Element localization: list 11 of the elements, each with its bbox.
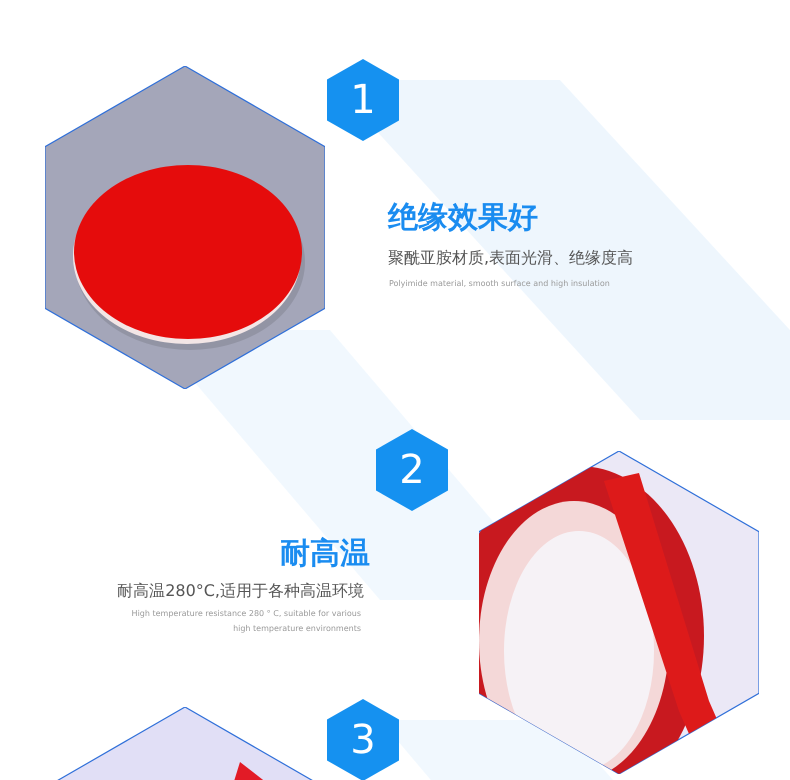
number-badge: 1: [327, 59, 399, 141]
number-badge: 2: [376, 429, 448, 511]
description: 聚酰亚胺材质,表面光滑、绝缘度高: [388, 248, 634, 269]
heading: 绝缘效果好: [388, 199, 538, 237]
description: 耐高温280°C,适用于各种高温环境: [117, 581, 364, 602]
tape-roll-photo: [479, 451, 759, 774]
english-description: High temperature resistance 280 ° C, suitable for various high temperature environments: [130, 608, 361, 635]
disc-photo: [45, 66, 325, 389]
english-description: Polyimide material, smooth surface and high insulation: [389, 279, 610, 288]
number-badge: 3: [327, 699, 399, 780]
heading: 耐高温: [280, 535, 370, 573]
